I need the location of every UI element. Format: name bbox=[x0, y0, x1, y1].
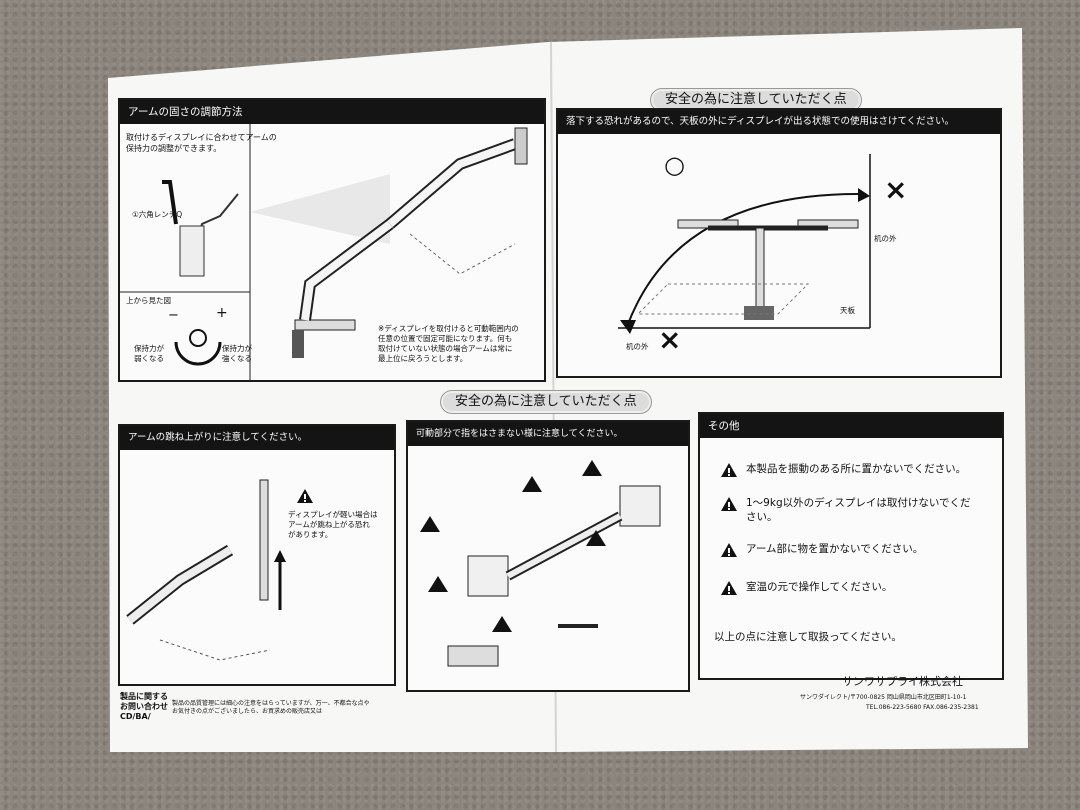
desk-edge-illustration bbox=[618, 154, 871, 334]
note-item: 1～9kg以外のディスプレイは取付けないでください。 bbox=[720, 496, 980, 524]
other-notes-panel: その他 本製品を振動のある所に置かないでください。 1～9kg以外のディスプレイ… bbox=[698, 412, 1004, 680]
note-item: アーム部に物を置かないでください。 bbox=[720, 542, 923, 558]
stiffness-footnote: ※ディスプレイを取付けると可動範囲内の 任意の位置で固定可能になります。何も 取… bbox=[378, 324, 519, 363]
arm-stiffness-title: アームの固さの調節方法 bbox=[120, 100, 544, 124]
safety-banner-middle: 安全の為に注意していただく点 bbox=[440, 390, 652, 414]
warning-triangle-icon bbox=[297, 489, 313, 503]
outside-desk-label-right: 机の外 bbox=[874, 234, 897, 243]
ng-mark-bottom: × bbox=[658, 323, 682, 356]
warning-triangle-icon bbox=[721, 543, 737, 557]
company-phone: TEL.086-223-5680 FAX.086-235-2381 bbox=[866, 704, 979, 711]
pinch-hazard-title: 可動部分で指をはさまない様に注意してください。 bbox=[408, 422, 688, 446]
rebound-illustration bbox=[126, 479, 286, 661]
desk-label: 天板 bbox=[840, 306, 855, 315]
top-view-label: 上から見た図 bbox=[126, 296, 171, 305]
rebound-warning: ディスプレイが軽い場合は アームが跳ね上がる恐れ があります。 bbox=[288, 510, 378, 539]
closing-note: 以上の点に注意して取扱ってください。 bbox=[714, 631, 902, 643]
disclaimer: 製品の品質管理には細心の注意をはらっていますが、万一、不都合な点や お気付きの点… bbox=[172, 700, 370, 715]
ng-mark-right: × bbox=[884, 173, 908, 206]
product-inquiry: 製品に関する お問い合わせ CD/BA/ bbox=[120, 692, 168, 721]
note-item: 本製品を振動のある所に置かないでください。 bbox=[720, 462, 966, 478]
stronger-label: 保持力が 強くなる bbox=[222, 344, 252, 363]
note-item: 室温の元で操作してください。 bbox=[720, 580, 892, 596]
other-notes-title: その他 bbox=[700, 414, 1002, 438]
warning-triangle-icon bbox=[721, 581, 737, 595]
arm-stiffness-panel: アームの固さの調節方法 取付けるディスプレイに合わせてアームの 保持力の調整がで… bbox=[118, 98, 546, 382]
desk-edge-title: 落下する恐れがあるので、天板の外にディスプレイが出る状態での使用はさけてください… bbox=[558, 110, 1000, 134]
minus-sign: − bbox=[168, 308, 179, 323]
warning-triangle-icon bbox=[721, 497, 737, 511]
desk-edge-panel: 落下する恐れがあるので、天板の外にディスプレイが出る状態での使用はさけてください… bbox=[556, 108, 1002, 378]
dual-arm-illustration bbox=[420, 460, 661, 667]
plus-sign: + bbox=[216, 305, 228, 321]
weaker-label: 保持力が 弱くなる bbox=[134, 344, 164, 363]
company-address: サンワダイレクト/〒700-0825 岡山県岡山市北区田町1-10-1 bbox=[800, 694, 967, 701]
warning-triangle-icon bbox=[721, 463, 737, 477]
outside-desk-label-bottom: 机の外 bbox=[626, 342, 649, 351]
company-name: サンワサプライ株式会社 bbox=[842, 675, 963, 688]
arm-rebound-panel: アームの跳ね上がりに注意してください。 ディスプレイが軽い場合は アームが跳ね上… bbox=[118, 424, 396, 686]
pinch-hazard-panel: 可動部分で指をはさまない様に注意してください。 bbox=[406, 420, 690, 692]
stiffness-instruction: 取付けるディスプレイに合わせてアームの 保持力の調整ができます。 bbox=[126, 133, 277, 153]
arm-illustration bbox=[120, 124, 528, 380]
arm-rebound-title: アームの跳ね上がりに注意してください。 bbox=[120, 426, 394, 450]
ok-mark: ○ bbox=[664, 151, 685, 179]
hex-wrench-label: ①六角レンチQ bbox=[132, 210, 183, 219]
